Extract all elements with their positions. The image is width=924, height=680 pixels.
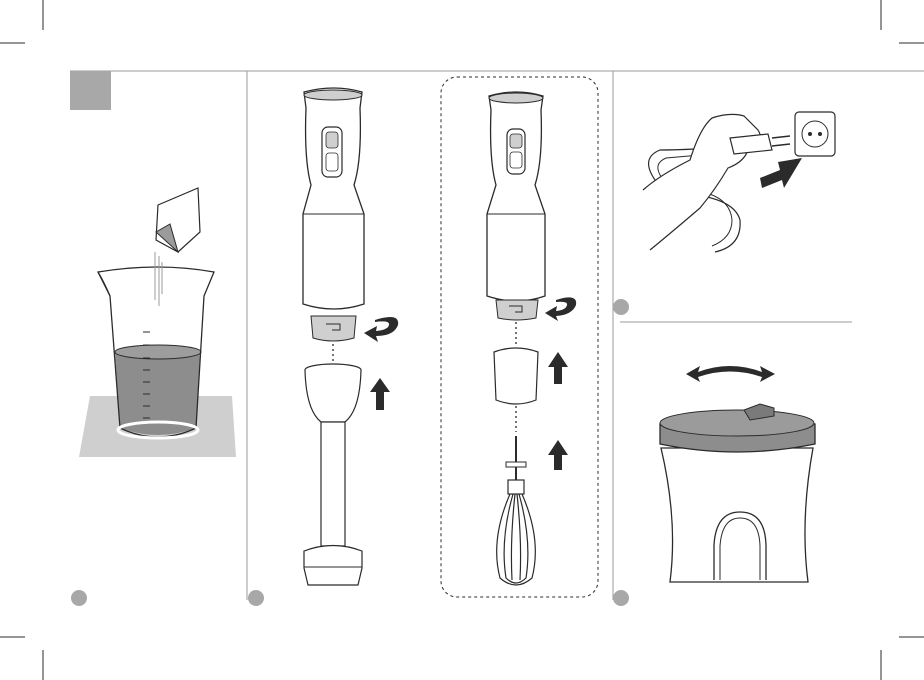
up-arrow-icon-2: [548, 352, 568, 384]
motor-coupling: [311, 316, 356, 341]
pouring-carton: [156, 188, 200, 252]
plug: [730, 134, 772, 154]
whisk-handle: [508, 480, 524, 494]
socket-icon: [795, 112, 835, 156]
step-number-1: [71, 590, 87, 606]
blade-guard: [304, 546, 362, 586]
step-2-alt-illustration: [441, 77, 598, 597]
pour-stream: [155, 252, 162, 306]
motor-top-2: [489, 93, 543, 103]
step-number-4: [613, 590, 629, 606]
switch-button-bottom: [326, 153, 338, 171]
beaker-spout: [98, 272, 110, 296]
double-curved-arrow-icon: [686, 366, 775, 382]
step-3-illustration: [643, 112, 835, 252]
rotate-arrow-icon: [364, 317, 398, 342]
step-1-illustration: [79, 188, 236, 457]
switch-button-top: [326, 132, 338, 148]
shaft-collar: [305, 370, 361, 422]
motor-coupling-2: [496, 300, 538, 320]
section-marker: [70, 71, 111, 110]
jar-body: [661, 448, 813, 582]
rotate-arrow-icon-2: [545, 297, 576, 321]
whisk-wires: [497, 494, 536, 585]
step-number-3: [613, 299, 629, 315]
shaft-rod: [321, 422, 345, 546]
whisk-adapter: [494, 348, 538, 404]
step-4-illustration: [660, 366, 815, 582]
hand: [643, 114, 761, 250]
up-arrow-icon-3: [548, 440, 568, 470]
motor-top: [304, 90, 362, 100]
liquid-surface: [115, 345, 201, 359]
motor-unit: [303, 88, 364, 309]
up-arrow-icon: [370, 378, 390, 410]
step-number-2: [248, 590, 264, 606]
push-arrow-icon: [760, 158, 802, 188]
step-2-illustration: [303, 88, 398, 585]
lid-top: [660, 410, 814, 436]
motor-unit-2: [487, 92, 545, 301]
